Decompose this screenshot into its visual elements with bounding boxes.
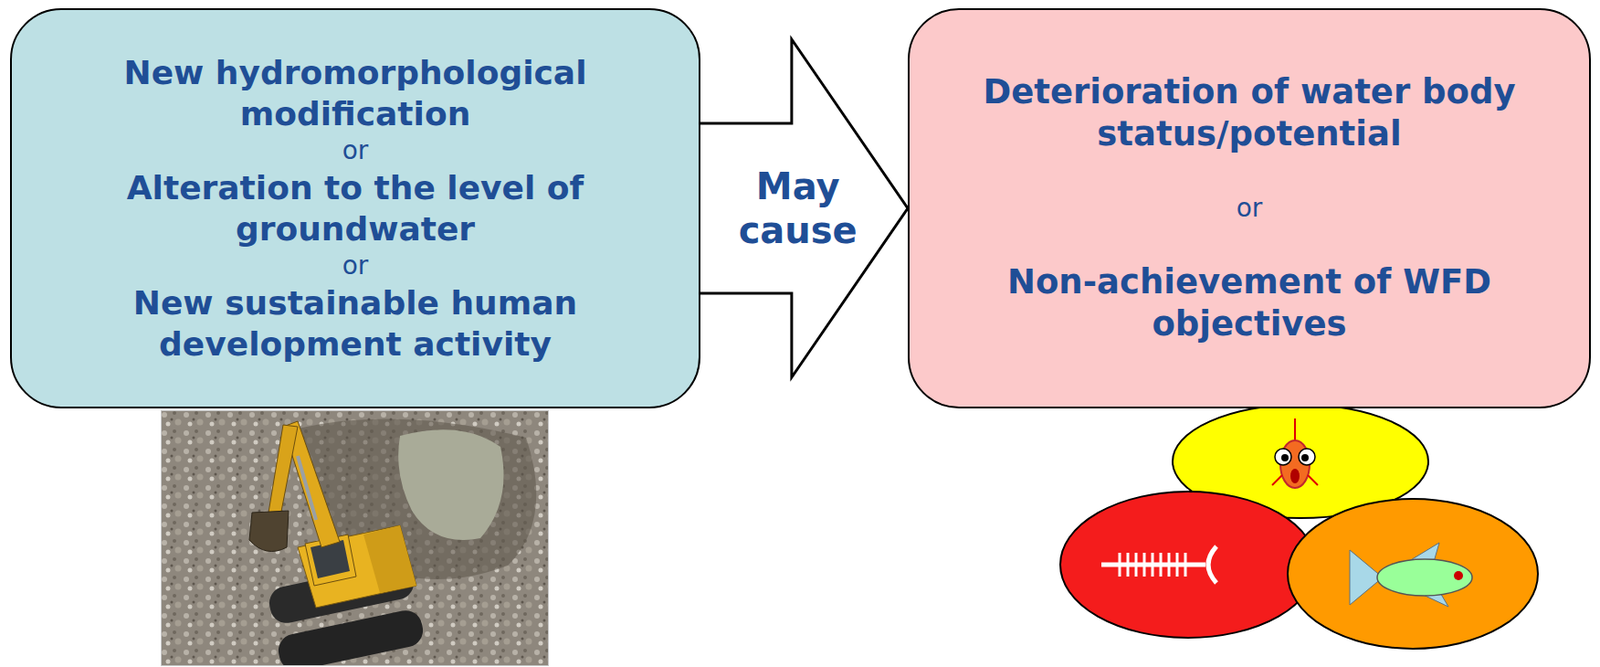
dug-pit (297, 419, 537, 579)
box-heading: Non-achievement of WFD objectives (931, 261, 1568, 346)
box-heading: New sustainable human development activi… (81, 282, 630, 365)
orange-fish-bubble (1287, 498, 1538, 649)
connector-word: or (342, 134, 369, 168)
edge-label-holder: May cause (736, 162, 860, 254)
box-heading: New hydromorphological modification (81, 52, 630, 135)
box-heading: Deterioration of water body status/poten… (931, 71, 1568, 156)
connector-word: or (1236, 191, 1264, 225)
process-box: Deterioration of water body status/poten… (907, 8, 1591, 409)
red-skeleton-bubble (1060, 491, 1316, 638)
process-box: New hydromorphological modificationorAlt… (10, 8, 701, 409)
box-heading: Alteration to the level of groundwater (81, 167, 630, 250)
excavator (249, 421, 426, 666)
puddle (398, 429, 504, 540)
excavator-photo (160, 410, 549, 666)
connector-word: or (342, 249, 369, 283)
block-arrow (700, 39, 908, 378)
photo-frame (161, 410, 549, 666)
edge-label: May cause (736, 162, 860, 254)
